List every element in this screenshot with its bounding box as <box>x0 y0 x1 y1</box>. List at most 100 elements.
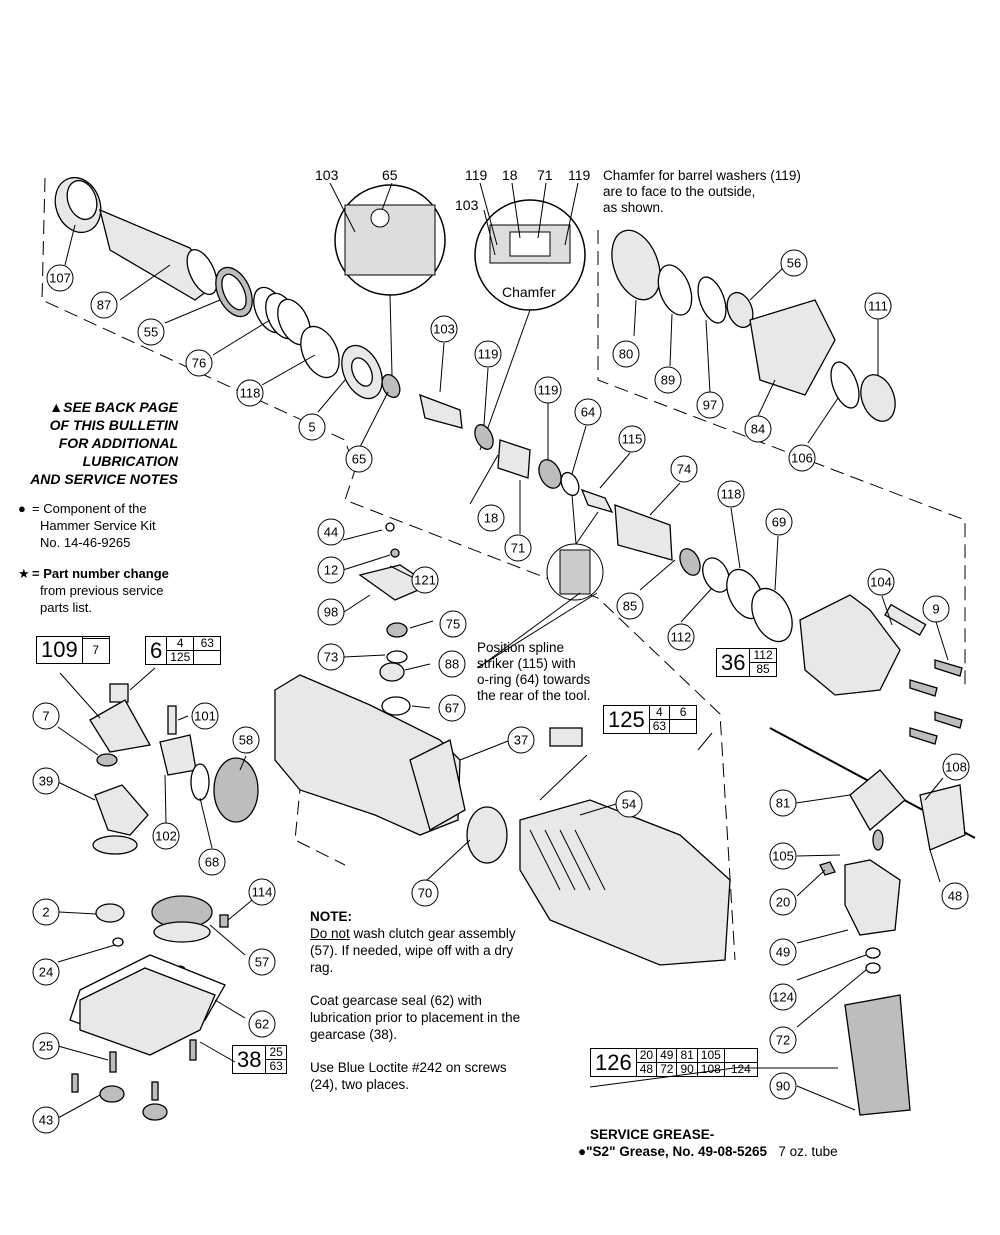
side-handle-parts <box>769 727 976 1116</box>
kit-cell: 125 <box>166 650 195 665</box>
callout-105: 105 <box>769 842 797 870</box>
note-paragraph-2: Coat gearcase seal (62) with lubrication… <box>310 993 521 1042</box>
callout-circle <box>298 413 326 441</box>
callout-number: 48 <box>948 889 962 904</box>
callout-54: 54 <box>615 790 643 818</box>
callout-circle <box>248 1010 276 1038</box>
star-symbol: ★ <box>18 566 30 581</box>
see-back-page-note: ▲SEE BACK PAGE OF THIS BULLETIN FOR ADDI… <box>18 398 178 488</box>
callout-number: 5 <box>308 420 315 435</box>
callout-5: 5 <box>298 413 326 441</box>
see-back-line: LUBRICATION <box>82 453 178 469</box>
kit-cell: 25 <box>265 1045 287 1060</box>
kit-cell: 108 <box>696 1062 725 1077</box>
callout-circle <box>507 726 535 754</box>
callout-circle <box>942 753 970 781</box>
callout-circle <box>32 702 60 730</box>
kit-cell: 4 <box>648 705 671 720</box>
kit-cell <box>669 719 698 734</box>
callout-75: 75 <box>439 610 467 638</box>
kit-cell: 124 <box>723 1062 758 1077</box>
callout-circle <box>769 789 797 817</box>
callout-107: 107 <box>46 264 74 292</box>
callout-43: 43 <box>32 1106 60 1134</box>
callout-circle <box>438 694 466 722</box>
chamfer-label: Chamfer <box>502 284 556 300</box>
callout-number: 118 <box>240 386 261 401</box>
legend-change-line: = Part number change <box>32 566 169 581</box>
callout-108: 108 <box>942 753 970 781</box>
callout-circle <box>769 842 797 870</box>
service-note: NOTE: Do not wash clutch gear assembly (… <box>310 908 525 1109</box>
callout-circle <box>769 1026 797 1054</box>
callout-48: 48 <box>941 882 969 910</box>
callout-number: 98 <box>324 605 338 620</box>
legend-change-line: parts list. <box>40 600 93 615</box>
kit-cell: 105 <box>696 1048 725 1063</box>
callout-68: 68 <box>198 848 226 876</box>
detail1-label-103: 103 <box>315 167 339 183</box>
callout-9: 9 <box>922 595 950 623</box>
callout-55: 55 <box>137 318 165 346</box>
callout-89: 89 <box>654 366 682 394</box>
callout-number: 56 <box>787 256 801 271</box>
small-center-parts <box>358 522 432 716</box>
detail2-label-103: 103 <box>455 197 479 213</box>
kit-main-number: 109 <box>36 636 83 664</box>
callout-114: 114 <box>248 878 276 906</box>
callout-121: 121 <box>411 566 439 594</box>
callout-circle <box>696 391 724 419</box>
part-callouts: 1078755761185651031191811971641157480899… <box>32 249 970 1134</box>
callout-circle <box>867 568 895 596</box>
front-cap-parts <box>611 229 896 422</box>
callout-64: 64 <box>574 398 602 426</box>
service-grease-note: SERVICE GREASE- ●"S2" Grease, No. 49-08-… <box>578 1126 838 1160</box>
callout-circle <box>236 379 264 407</box>
callout-number: 88 <box>445 657 459 672</box>
callout-72: 72 <box>769 1026 797 1054</box>
gearcase-parts <box>69 895 229 1121</box>
callout-number: 20 <box>776 895 790 910</box>
callout-number: 7 <box>42 709 49 724</box>
callout-57: 57 <box>248 948 276 976</box>
callout-104: 104 <box>867 568 895 596</box>
kit-cell: 72 <box>656 1062 678 1077</box>
callout-number: 84 <box>751 422 765 437</box>
callout-circle <box>474 340 502 368</box>
legend-kit: ●= Component of the Hammer Service Kit N… <box>18 500 156 551</box>
callout-circle <box>744 415 772 443</box>
spline-note-line: Position spline <box>477 640 565 655</box>
callout-circle <box>32 958 60 986</box>
kit-main-number: 38 <box>231 1045 267 1074</box>
callout-71: 71 <box>504 534 532 562</box>
detail2-label-71: 71 <box>537 167 553 183</box>
kit-main-number: 36 <box>715 648 751 677</box>
callout-12: 12 <box>317 556 345 584</box>
callout-58: 58 <box>232 726 260 754</box>
callout-circle <box>232 726 260 754</box>
callout-18: 18 <box>477 504 505 532</box>
kit-cell <box>723 1048 758 1063</box>
detail2-label-18: 18 <box>502 167 518 183</box>
callout-81: 81 <box>769 789 797 817</box>
callout-number: 69 <box>772 515 786 530</box>
callout-number: 24 <box>39 965 53 980</box>
callout-115: 115 <box>618 425 646 453</box>
barrel-assembly-parts <box>54 176 401 400</box>
callout-number: 54 <box>622 797 636 812</box>
callout-circle <box>618 425 646 453</box>
callout-number: 44 <box>324 525 338 540</box>
callout-circle <box>411 566 439 594</box>
callout-circle <box>137 318 165 346</box>
callout-49: 49 <box>769 938 797 966</box>
callout-number: 106 <box>791 451 813 466</box>
callout-119: 119 <box>534 376 562 404</box>
callout-67: 67 <box>438 694 466 722</box>
grease-product: "S2" Grease, No. 49-08-5265 <box>586 1144 768 1159</box>
callout-number: 25 <box>39 1039 53 1054</box>
callout-number: 102 <box>155 829 177 844</box>
callout-circle <box>317 556 345 584</box>
callout-number: 80 <box>619 347 633 362</box>
callout-number: 119 <box>478 347 499 362</box>
